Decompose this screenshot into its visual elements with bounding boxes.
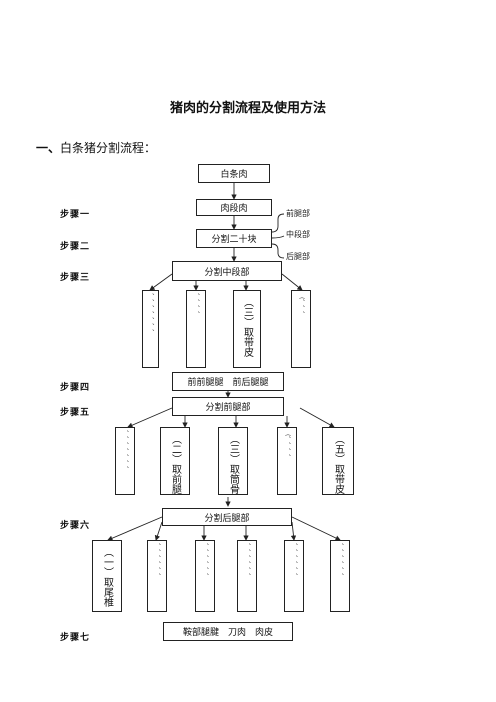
- arrow-s6-item2: [154, 521, 163, 541]
- s6-item-6-text: 、、、、、、: [336, 543, 344, 579]
- s5-item-4-text: （、、、、: [283, 430, 291, 460]
- s5-item-5: （五）取带皮: [322, 427, 354, 495]
- step7-box: 鞍部腿腱 刀肉 肉皮: [163, 622, 293, 641]
- s3-item-4-text: （、、、: [297, 293, 305, 317]
- arrow-s6-item5: [290, 521, 297, 541]
- s6-item-3-text: 、、、、、、: [201, 543, 209, 579]
- s6-item-6: 、、、、、、: [330, 540, 350, 612]
- s3-item-3-text: （三）取带皮: [241, 297, 253, 357]
- note-rear-leg: 后腿部: [286, 252, 310, 261]
- s5-item-4: （、、、、: [277, 427, 297, 495]
- brace-middle: [271, 235, 285, 239]
- step5-box: 分割前腿部: [172, 397, 284, 416]
- s6-item-3: 、、、、、、: [195, 540, 215, 612]
- s5-item-5-text: （五）取带皮: [332, 434, 344, 494]
- s3-item-1-text: 、、、、、、、: [147, 293, 154, 335]
- step-4-label: 步骤四: [60, 383, 91, 393]
- brace-upper: [271, 213, 285, 233]
- step-7-label: 步骤七: [60, 633, 91, 643]
- s5-item-3: （三）取筒骨: [218, 427, 248, 495]
- arrow-s5-item5: [299, 407, 335, 428]
- arrow-s3-item1: [149, 273, 173, 291]
- arrow-s6-item1: [107, 516, 163, 541]
- note-front-leg: 前腿部: [286, 209, 310, 218]
- s5-item-1: 、、、、、、、: [115, 427, 135, 495]
- step-1-label: 步骤一: [60, 210, 91, 220]
- arrow-s6-item6: [291, 516, 341, 541]
- s6-item-1-text: （一）取尾椎: [101, 547, 113, 607]
- step1-box: 肉段肉: [196, 199, 272, 216]
- s3-item-2: 、、、、: [186, 290, 206, 368]
- s5-item-3-text: （三）取筒骨: [227, 434, 239, 494]
- s5-item-1-text: 、、、、、、、: [121, 430, 129, 472]
- s6-item-5-text: 、、、、、、: [290, 543, 298, 579]
- section-heading: 一、白条猪分割流程：: [36, 139, 156, 156]
- arrow-s5-item1: [127, 407, 173, 428]
- step-5-label: 步骤五: [60, 408, 91, 418]
- s3-item-3: （三）取带皮: [233, 290, 261, 368]
- note-middle: 中段部: [286, 230, 310, 239]
- step-3-label: 步骤三: [60, 273, 91, 283]
- step-6-label: 步骤六: [60, 521, 91, 531]
- s6-item-1: （一）取尾椎: [92, 540, 122, 612]
- s6-item-2: 、、、、、、: [147, 540, 167, 612]
- step6-box: 分割后腿部: [162, 508, 292, 526]
- s6-item-2-text: 、、、、、、: [153, 543, 161, 579]
- step4-box: 前前腿腿 前后腿腿: [172, 372, 284, 391]
- s3-item-4: （、、、: [291, 290, 311, 368]
- section-number: 一、: [36, 141, 61, 155]
- s5-item-2: （二）取前腿: [160, 427, 190, 495]
- s3-item-2-text: 、、、、: [192, 293, 200, 317]
- brace-lower: [271, 243, 285, 259]
- step-2-label: 步骤二: [60, 242, 91, 252]
- s5-item-2-text: （二）取前腿: [169, 434, 181, 494]
- s6-item-5: 、、、、、、: [284, 540, 304, 612]
- s6-item-4: 、、、、、、: [237, 540, 257, 612]
- section-heading-text: 白条猪分割流程：: [60, 141, 157, 155]
- s6-item-4-text: 、、、、、、: [243, 543, 251, 579]
- s3-item-1: 、、、、、、、: [142, 290, 159, 368]
- document-title: 猪肉的分割流程及使用方法: [169, 101, 326, 116]
- step3-box: 分割中段部: [172, 261, 282, 281]
- arrow-s3-item4: [281, 273, 303, 291]
- root-box: 白条肉: [198, 164, 270, 183]
- step2-box: 分割二十块: [196, 229, 272, 248]
